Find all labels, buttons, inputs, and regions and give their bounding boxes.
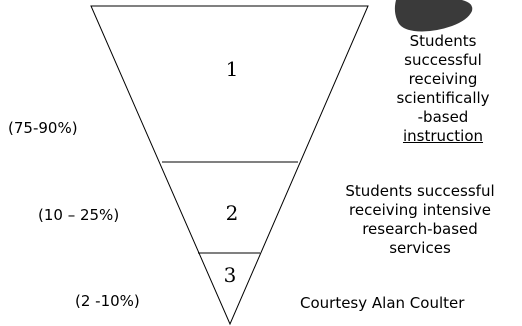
tier-2-desc-line: research-based	[362, 220, 478, 238]
tier-2-desc-line: services	[389, 239, 451, 257]
tier-3-number: 3	[223, 263, 237, 287]
tier-3-percent: (2 -10%)	[75, 292, 140, 310]
dark-blob-graphic	[394, 0, 473, 32]
tier-1-desc-line: successful	[404, 51, 482, 69]
tier-1-desc-line: Students	[409, 32, 477, 50]
tier-2-desc-line: receiving intensive	[349, 201, 491, 219]
tier-1-desc-underlined: instruction	[402, 127, 484, 145]
tier-2-desc-line: Students successful	[345, 182, 495, 200]
tier-1-desc-line: -based	[417, 108, 469, 126]
tier-2-percent: (10 – 25%)	[38, 206, 120, 224]
tier-2-description: Students successful receiving intensive …	[322, 182, 518, 258]
tier-2-number: 2	[225, 201, 239, 225]
tier-1-description: Students successful receiving scientific…	[373, 32, 513, 146]
tier-1-desc-line: scientifically	[396, 89, 490, 107]
inverted-triangle	[90, 5, 369, 326]
tier-1-percent: (75-90%)	[8, 119, 78, 137]
tier-1-number: 1	[225, 57, 239, 81]
tier-1-desc-line: receiving	[408, 70, 478, 88]
credit-text: Courtesy Alan Coulter	[300, 294, 465, 312]
